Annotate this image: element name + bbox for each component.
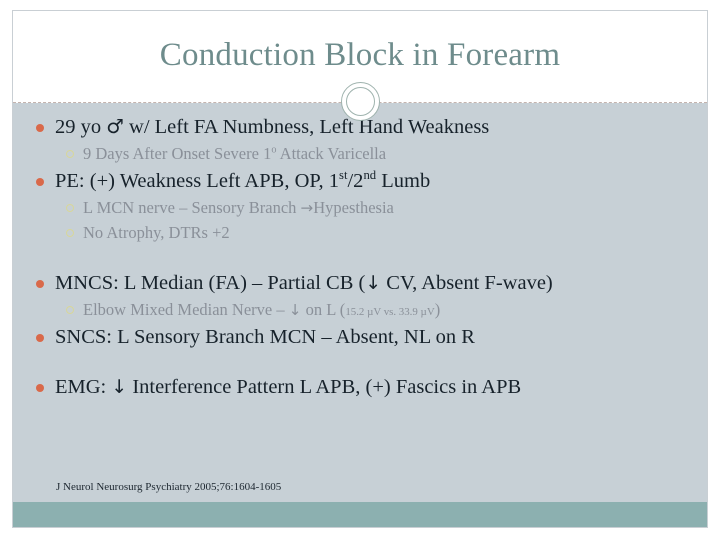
- bullet-pe-sub-1: L MCN nerve – Sensory Branch →Hypesthesi…: [13, 198, 707, 218]
- bullet-mncs-sub-text: Elbow Mixed Median Nerve – ↓ on L (15.2 …: [83, 299, 441, 319]
- spacer: [13, 243, 707, 271]
- circle-ornament-icon: [341, 82, 380, 121]
- bullet-emg: EMG: ↓ Interference Pattern L APB, (+) F…: [13, 375, 707, 399]
- sub-bullet-marker-icon: [66, 305, 74, 314]
- bullet-marker-icon: [36, 333, 44, 342]
- bullet-marker-icon: [36, 177, 44, 186]
- bullet-mncs-sub: Elbow Mixed Median Nerve – ↓ on L (15.2 …: [13, 300, 707, 320]
- bullet-marker-icon: [36, 383, 44, 392]
- bullet-mncs: MNCS: L Median (FA) – Partial CB (↓ CV, …: [13, 271, 707, 295]
- bullet-marker-icon: [36, 124, 44, 132]
- bullet-pe: PE: (+) Weakness Left APB, OP, 1st/2nd L…: [13, 169, 707, 193]
- bullet-history: 29 yo ♂ w/ Left FA Numbness, Left Hand W…: [13, 115, 707, 139]
- bullet-sncs: SNCS: L Sensory Branch MCN – Absent, NL …: [13, 325, 707, 349]
- bullet-list: 29 yo ♂ w/ Left FA Numbness, Left Hand W…: [13, 103, 707, 502]
- bullet-mncs-text: MNCS: L Median (FA) – Partial CB (↓ CV, …: [55, 271, 553, 294]
- slide-body-background: [13, 103, 707, 502]
- bullet-pe-sub-2-text: No Atrophy, DTRs +2: [83, 222, 230, 242]
- bullet-emg-text: EMG: ↓ Interference Pattern L APB, (+) F…: [55, 375, 522, 398]
- bullet-history-sub-text: 9 Days After Onset Severe 1o Attack Vari…: [83, 144, 387, 164]
- spacer: [13, 349, 707, 375]
- sub-bullet-marker-icon: [66, 228, 74, 237]
- bullet-history-sub: 9 Days After Onset Severe 1o Attack Vari…: [13, 144, 707, 164]
- bullet-history-text: 29 yo ♂ w/ Left FA Numbness, Left Hand W…: [55, 115, 490, 138]
- bullet-sncs-text: SNCS: L Sensory Branch MCN – Absent, NL …: [55, 325, 475, 348]
- sub-bullet-marker-icon: [66, 204, 74, 213]
- bullet-marker-icon: [36, 279, 44, 288]
- slide-frame-border: [12, 10, 708, 528]
- citation-footnote: J Neurol Neurosurg Psychiatry 2005;76:16…: [56, 481, 282, 493]
- bullet-pe-text: PE: (+) Weakness Left APB, OP, 1st/2nd L…: [55, 168, 431, 192]
- sub-bullet-marker-icon: [66, 150, 74, 159]
- bullet-pe-sub-1-text: L MCN nerve – Sensory Branch →Hypesthesi…: [83, 198, 394, 218]
- page-title: Conduction Block in Forearm: [159, 37, 561, 73]
- footer-accent-band: [13, 502, 707, 527]
- bullet-pe-sub-2: No Atrophy, DTRs +2: [13, 223, 707, 243]
